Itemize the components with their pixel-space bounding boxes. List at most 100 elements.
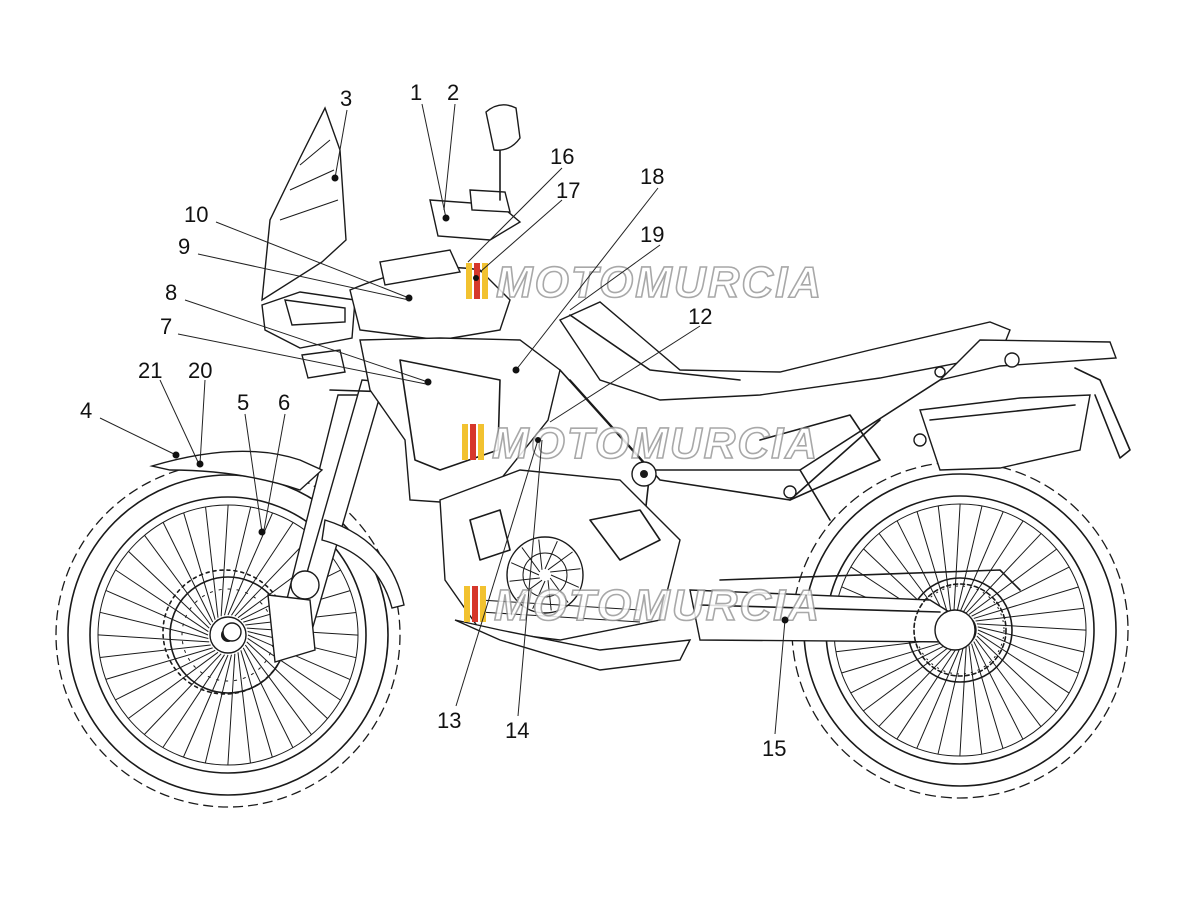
- spoke: [544, 540, 558, 570]
- spoke: [850, 643, 949, 694]
- spoke: [244, 644, 312, 735]
- spoke: [976, 635, 1057, 712]
- watermark-top: MOTOMURCIA: [466, 257, 823, 308]
- callout-10: 10: [184, 202, 208, 227]
- leader-lines: [99, 103, 789, 735]
- spoke: [144, 535, 212, 626]
- spoke: [937, 505, 952, 615]
- rear-rack: [934, 339, 1131, 459]
- spoke: [205, 506, 219, 618]
- spoke: [532, 580, 546, 610]
- spoke: [162, 522, 214, 623]
- spoke: [971, 566, 1070, 617]
- callout-4: 4: [80, 398, 92, 423]
- front-brake-disc: [162, 569, 316, 695]
- spoke: [975, 607, 1085, 622]
- callout-6: 6: [278, 390, 290, 415]
- spoke: [538, 539, 543, 570]
- frame: [559, 369, 941, 561]
- callout-3: 3: [340, 86, 352, 111]
- watermark-text: MOTOMURCIA: [494, 581, 821, 630]
- spoke: [975, 638, 1042, 727]
- spoke: [550, 568, 581, 573]
- spoke: [547, 580, 552, 611]
- watermark-middle: MOTOMURCIA: [462, 418, 818, 469]
- spoke: [962, 520, 1024, 613]
- spoke: [517, 579, 543, 599]
- spoke: [896, 647, 958, 740]
- spoke: [896, 520, 947, 619]
- spoke: [878, 646, 955, 727]
- spoke: [237, 652, 251, 764]
- spoke: [953, 503, 961, 614]
- spoke: [97, 634, 210, 643]
- spoke: [99, 611, 209, 639]
- spoke: [242, 647, 294, 748]
- callout-15: 15: [762, 736, 786, 761]
- spoke: [227, 653, 236, 766]
- pannier-box: [919, 394, 1091, 471]
- callout-17: 17: [556, 178, 580, 203]
- spoke: [841, 641, 947, 674]
- watermark-text: MOTOMURCIA: [496, 258, 823, 307]
- spoke: [220, 504, 229, 617]
- spoke: [105, 589, 209, 636]
- seat: [558, 301, 1011, 401]
- spoke: [246, 641, 328, 720]
- spoke: [227, 512, 274, 616]
- rear-sprocket: [913, 583, 1007, 677]
- front-fender: [149, 450, 405, 609]
- watermark-group: MOTOMURCIA MOTOMURCIA MOTOMURCIA: [462, 257, 823, 631]
- spoke: [968, 645, 983, 755]
- spoke: [105, 647, 213, 680]
- spoke: [247, 638, 341, 701]
- callout-12: 12: [688, 304, 712, 329]
- spoke: [128, 651, 219, 719]
- callout-7: 7: [160, 314, 172, 339]
- spoke: [509, 577, 540, 582]
- callout-16: 16: [550, 144, 574, 169]
- spoke: [547, 551, 573, 571]
- spoke: [115, 649, 216, 701]
- spoke: [959, 511, 1004, 613]
- spoke: [240, 650, 273, 758]
- callout-21: 21: [138, 358, 162, 383]
- callout-5: 5: [237, 390, 249, 415]
- spoke: [863, 645, 952, 712]
- callout-9: 9: [178, 234, 190, 259]
- spoke: [204, 654, 232, 764]
- spoke: [521, 547, 541, 573]
- spoke: [971, 643, 1004, 749]
- callout-8: 8: [165, 280, 177, 305]
- callout-1: 1: [410, 80, 422, 105]
- swingarm: [689, 569, 1021, 651]
- spoke: [916, 647, 961, 749]
- spoke: [182, 654, 229, 758]
- callout-19: 19: [640, 222, 664, 247]
- watermark-bottom: MOTOMURCIA: [464, 580, 821, 631]
- spoke: [976, 623, 1087, 631]
- spoke: [959, 646, 967, 757]
- spoke: [977, 629, 1079, 674]
- callout-14: 14: [505, 718, 529, 743]
- spoke: [510, 562, 540, 576]
- handlebar: [379, 104, 522, 286]
- windscreen: [261, 106, 347, 302]
- spoke: [977, 632, 1070, 694]
- spoke: [973, 641, 1024, 740]
- spoke: [162, 654, 225, 748]
- headlight-fairing: [261, 291, 356, 379]
- spoke: [549, 577, 569, 603]
- spoke: [128, 550, 210, 629]
- callout-13: 13: [437, 708, 461, 733]
- spoke: [231, 522, 294, 616]
- callout-2: 2: [447, 80, 459, 105]
- spoke: [247, 634, 351, 681]
- spoke: [956, 505, 983, 613]
- spoke: [550, 574, 580, 588]
- engine: [439, 469, 692, 671]
- callout-numbers: 1 2 3 4 5 6 7 8 9 10 12 13 14 15 16 17 1…: [80, 80, 786, 761]
- spoke: [143, 653, 222, 735]
- callout-18: 18: [640, 164, 664, 189]
